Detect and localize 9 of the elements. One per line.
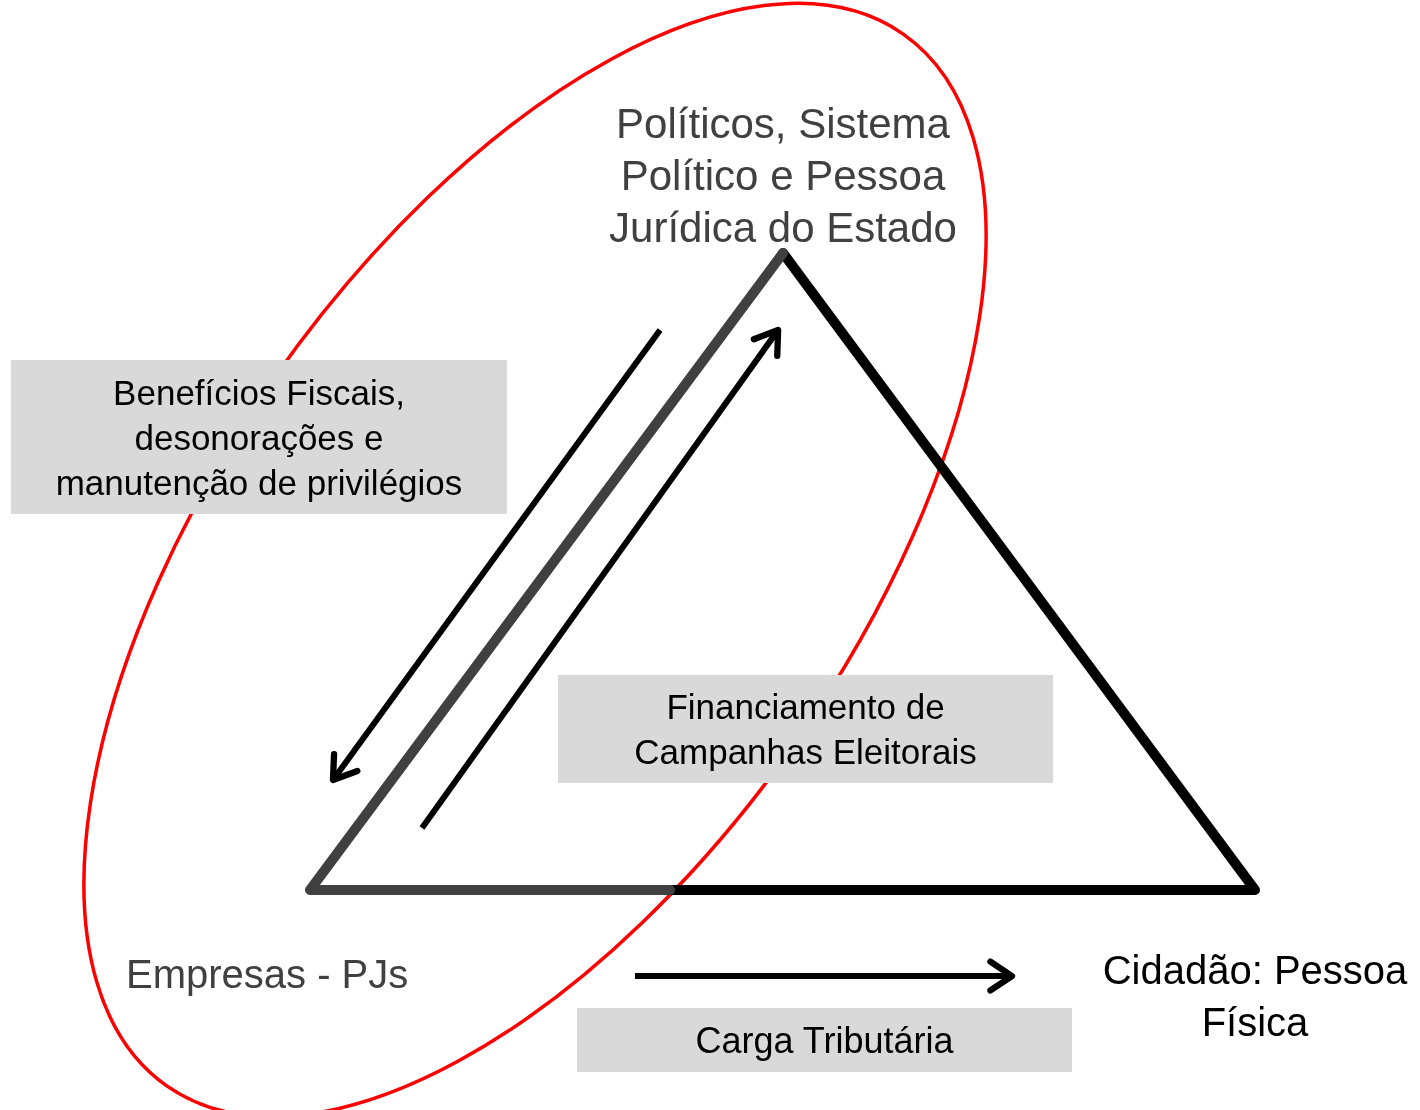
- stakeholder-label: Políticos, Sistema Político e Pessoa Jurídica do Estado: [608, 99, 958, 253]
- flow-label-box: Carga Tributária: [577, 1008, 1072, 1072]
- arrow: [635, 958, 1016, 994]
- arrow: [329, 328, 663, 784]
- flow-label-box: Financiamento de Campanhas Eleitorais: [558, 675, 1053, 783]
- stakeholder-label: Cidadão: Pessoa Física: [1101, 947, 1409, 1046]
- flow-label-box: Benefícios Fiscais, desonorações e manutenção de privilégios: [11, 360, 507, 514]
- arrow: [419, 326, 782, 830]
- stakeholder-label: Empresas - PJs: [126, 951, 409, 998]
